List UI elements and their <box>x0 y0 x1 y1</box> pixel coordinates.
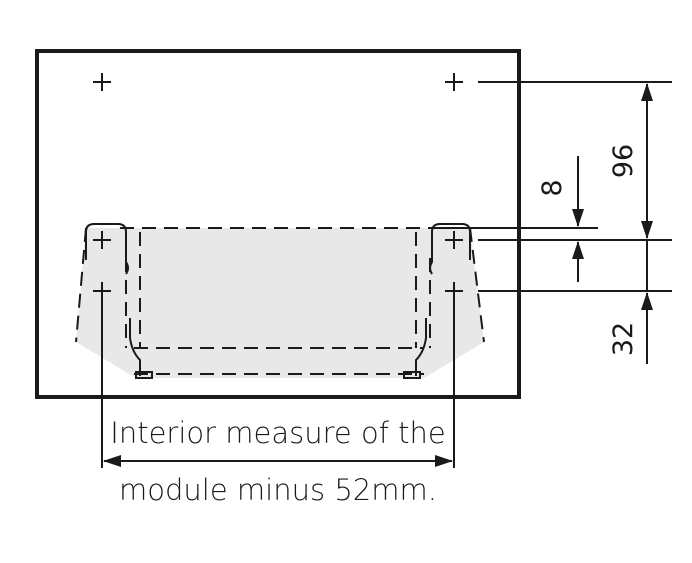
right-runner-line <box>415 318 427 376</box>
right-foot <box>403 371 421 379</box>
dimension-96-label: 96 <box>608 144 639 178</box>
left-runner-line <box>129 318 141 376</box>
drawer-silhouette <box>76 228 484 378</box>
interior-width-dimension <box>101 296 455 468</box>
cabinet-panel <box>35 49 521 399</box>
screw-mark-top-left <box>93 73 111 91</box>
screw-mark-mid-right <box>445 231 463 249</box>
caption-backing <box>118 412 438 452</box>
caption-line-2: module minus 52mm. <box>119 473 437 507</box>
screw-marks <box>93 73 463 300</box>
left-drawer-hook <box>85 223 129 275</box>
left-foot <box>135 371 153 379</box>
drawer-dashed-outline <box>75 227 485 375</box>
screw-mark-top-right <box>445 73 463 91</box>
dimension-32-label: 32 <box>608 322 639 356</box>
extension-lines <box>440 81 672 292</box>
dimension-8-label: 8 <box>537 179 568 196</box>
right-drawer-hook <box>429 223 471 275</box>
caption-line-1: Interior measure of the <box>110 416 445 450</box>
screw-mark-mid-left <box>93 231 111 249</box>
